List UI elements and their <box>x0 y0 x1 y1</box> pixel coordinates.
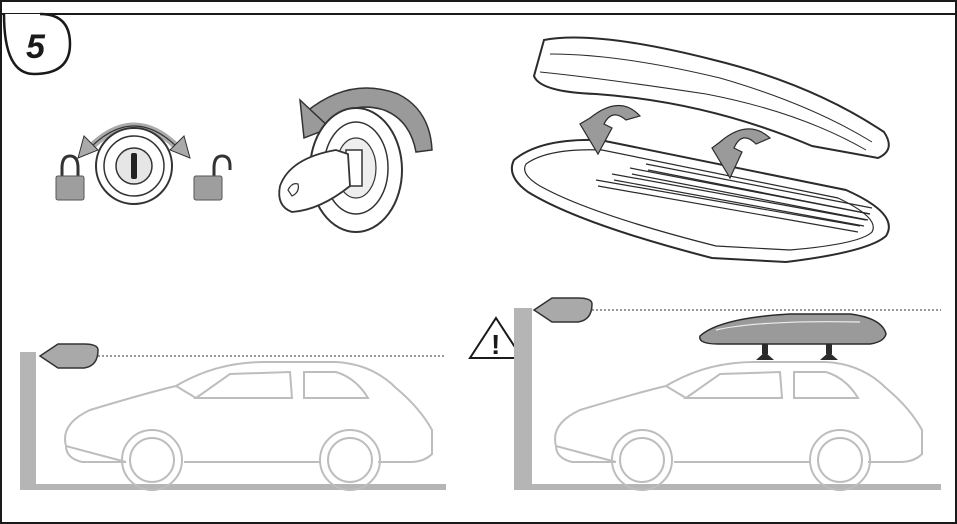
key-icon <box>278 149 363 213</box>
padlock-open-icon <box>193 154 232 201</box>
roof-box-open-panel <box>510 36 890 264</box>
garage-wall-2 <box>514 308 532 490</box>
lock-cylinder <box>95 127 173 205</box>
turn-arrow-icon <box>304 87 433 153</box>
car-outline-2 <box>554 361 923 491</box>
roof-box-mounted <box>699 313 887 360</box>
warning-triangle-icon: ! <box>468 316 524 360</box>
step-badge: 5 <box>2 12 72 76</box>
padlock-closed-icon <box>55 154 85 201</box>
close-arrow-icon-2 <box>711 128 772 180</box>
key-turn-panel <box>278 87 433 233</box>
close-arrow-icon <box>579 104 642 156</box>
warning-mark: ! <box>491 329 500 360</box>
car-outline <box>64 361 433 491</box>
ground-line <box>20 484 446 490</box>
step-number: 5 <box>26 28 46 66</box>
arrow-left-icon-2 <box>532 297 593 323</box>
rotate-arrow-icon <box>77 122 191 159</box>
arrow-left-icon <box>38 343 99 369</box>
garage-wall <box>20 352 36 490</box>
lock-dial-panel <box>55 122 232 205</box>
ground-line-2 <box>514 484 941 490</box>
garage-panel-without-box <box>20 343 446 491</box>
garage-panel-with-box: ! <box>468 297 941 491</box>
